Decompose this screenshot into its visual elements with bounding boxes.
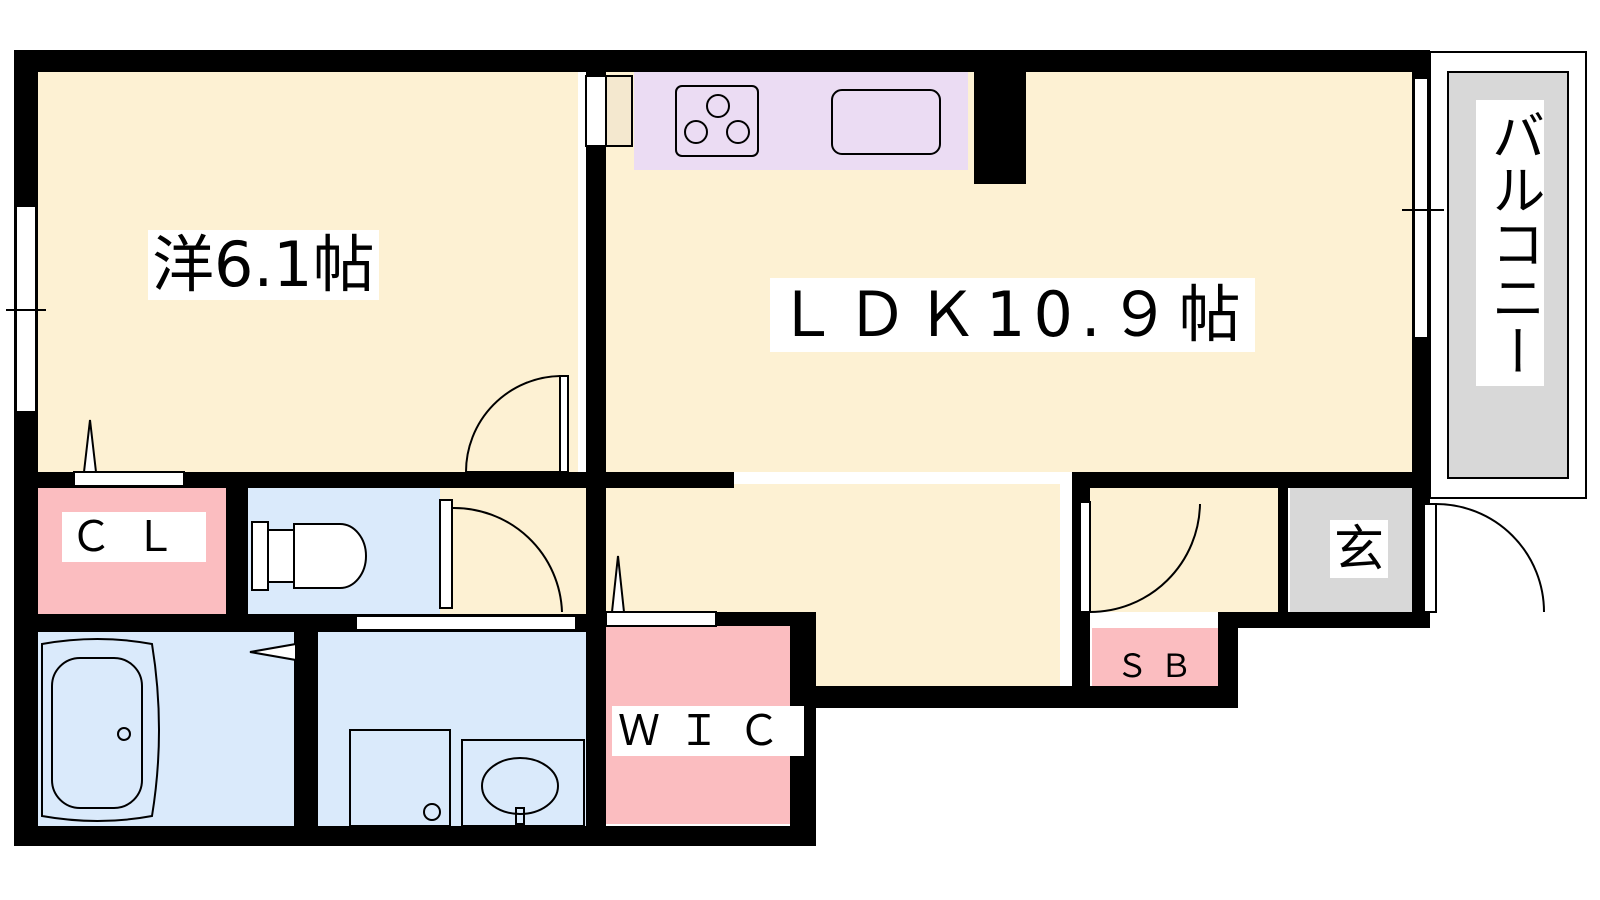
washer-icon	[349, 729, 451, 827]
balcony-label: バルコニー	[1476, 100, 1545, 386]
window-frame	[605, 75, 633, 147]
toilet-icon	[251, 521, 367, 591]
corridor-floor-lower	[800, 610, 1060, 686]
shoe-box-label: ＳＢ	[1116, 647, 1205, 685]
western-room-label: 洋6.1帖	[148, 230, 379, 300]
entrance-label: 玄	[1330, 520, 1388, 578]
doors	[303, 375, 1545, 742]
bathtub-icon	[41, 638, 160, 822]
pipe-markers	[82, 419, 626, 662]
bath-floor	[38, 632, 294, 826]
entrance-hall-floor	[1080, 488, 1280, 612]
corridor-floor	[440, 484, 1060, 624]
washbasin-icon	[461, 739, 585, 827]
windows	[15, 75, 1429, 631]
sink-icon	[831, 89, 941, 155]
ldk-label: ＬＤＫ10.９帖	[770, 278, 1255, 352]
stove-icon	[675, 85, 759, 157]
shoe-box-floor	[1092, 628, 1220, 686]
closet-label: ＣＬ	[62, 512, 207, 562]
walk-in-closet-label: ＷＩＣ	[612, 706, 805, 756]
